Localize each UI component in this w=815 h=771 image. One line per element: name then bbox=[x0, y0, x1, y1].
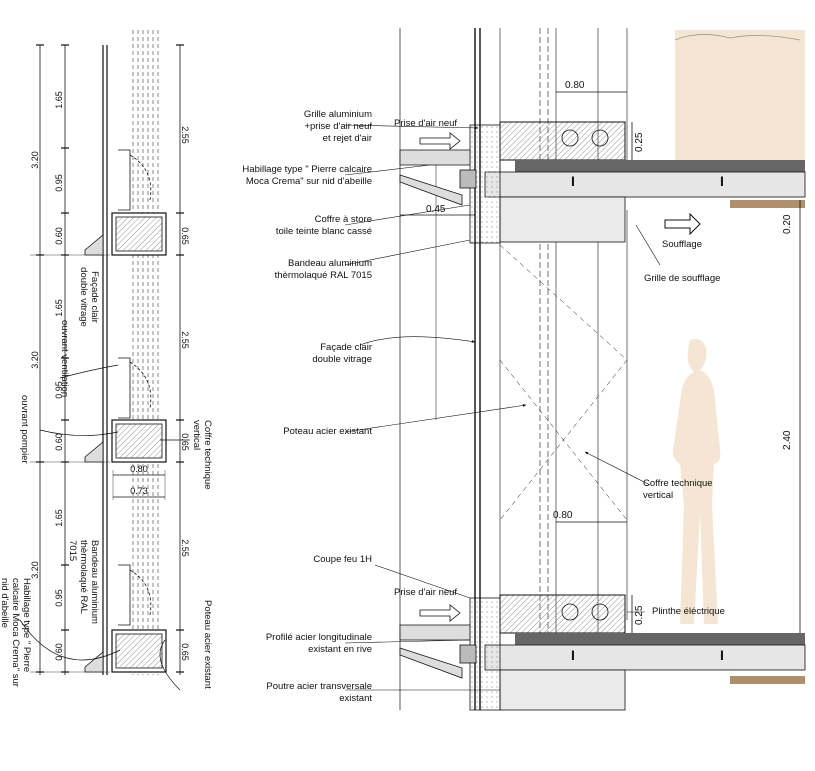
dim-sub-095-c: 0.95 bbox=[54, 589, 64, 607]
main-section: I I I I bbox=[344, 28, 806, 711]
callout-grille-soufflage: Grille de soufflage bbox=[644, 273, 721, 284]
callout-plinthe: Plinthe éléctrique bbox=[652, 606, 725, 617]
dim-right-065-c: 0.65 bbox=[180, 643, 190, 661]
dim-top-080: 0.80 bbox=[565, 80, 585, 91]
label-coffre-left: Coffre technique vertical bbox=[191, 420, 213, 490]
dim-sub-165-a: 1.65 bbox=[54, 91, 64, 109]
dim-sub-060-a: 0.60 bbox=[54, 227, 64, 245]
dim-width-080: 0.80 bbox=[130, 464, 148, 474]
dim-sub-060-c: 0.60 bbox=[54, 643, 64, 661]
dim-right-255-c: 2.55 bbox=[180, 539, 190, 557]
callout-soufflage: Soufflage bbox=[662, 239, 702, 250]
dim-slab-025-top: 0.25 bbox=[634, 132, 645, 152]
dim-sub-165-b: 1.65 bbox=[54, 299, 64, 317]
dim-left-320-a: 3.20 bbox=[30, 151, 40, 169]
svg-text:I: I bbox=[720, 647, 724, 663]
label-ouvrant-pompier: ouvrant pompier bbox=[19, 395, 30, 464]
label-bandeau-left: Bandeau aluminium thèrmolaqué RAL 7015 bbox=[67, 540, 100, 624]
dim-left-320-b: 3.20 bbox=[30, 351, 40, 369]
floor-band-2 bbox=[84, 357, 167, 463]
dim-sub-095-b: 0.95 bbox=[54, 381, 64, 399]
dim-height-240: 2.40 bbox=[782, 430, 793, 450]
dim-sub-060-b: 0.60 bbox=[54, 433, 64, 451]
label-poteau-left: Poteau acier existant bbox=[202, 600, 213, 689]
dim-right-065-a: 0.65 bbox=[180, 227, 190, 245]
dim-depth-045: 0.45 bbox=[426, 204, 446, 215]
callout-poteau: Poteau acier existant bbox=[283, 426, 372, 437]
label-ouvrant-ventilation: ouvrant ventilation bbox=[59, 320, 70, 398]
human-silhouette bbox=[672, 339, 721, 624]
svg-text:I: I bbox=[571, 173, 575, 189]
dim-right-255-b: 2.55 bbox=[180, 331, 190, 349]
dim-slab-025-bottom: 0.25 bbox=[634, 605, 645, 625]
callout-coupe-feu: Coupe feu 1H bbox=[313, 554, 372, 565]
callout-prise-top: Prise d'air neuf bbox=[394, 118, 458, 129]
dim-sub-165-c: 1.65 bbox=[54, 509, 64, 527]
label-habillage-left: Habillage type " Pierre calcaire Moca Cr… bbox=[0, 578, 32, 687]
svg-text:I: I bbox=[720, 173, 724, 189]
dim-width-073: 0.73 bbox=[130, 486, 148, 496]
dim-mid-080: 0.80 bbox=[553, 510, 573, 521]
callout-prise-bottom: Prise d'air neuf bbox=[394, 587, 458, 598]
floor-band-1 bbox=[84, 149, 167, 256]
dim-sub-095-a: 0.95 bbox=[54, 174, 64, 192]
floor-band-3 bbox=[84, 564, 167, 673]
left-dimension-texts: 3.20 3.20 3.20 1.65 0.95 0.60 1.65 0.95 … bbox=[30, 91, 190, 661]
lower-slab: I I bbox=[399, 594, 806, 711]
label-facade-left: Façade clair double vitrage bbox=[78, 267, 100, 327]
dim-right-255-a: 2.55 bbox=[180, 126, 190, 144]
left-elevation bbox=[19, 30, 190, 691]
dim-left-320-c: 3.20 bbox=[30, 561, 40, 579]
section-dimension-texts: 0.80 0.80 0.45 0.25 0.25 0.20 2.40 bbox=[426, 80, 793, 625]
svg-text:I: I bbox=[571, 647, 575, 663]
upper-slab: I I bbox=[399, 121, 806, 244]
dim-right-065-b: 0.65 bbox=[180, 433, 190, 451]
dim-beam-020: 0.20 bbox=[782, 214, 793, 234]
